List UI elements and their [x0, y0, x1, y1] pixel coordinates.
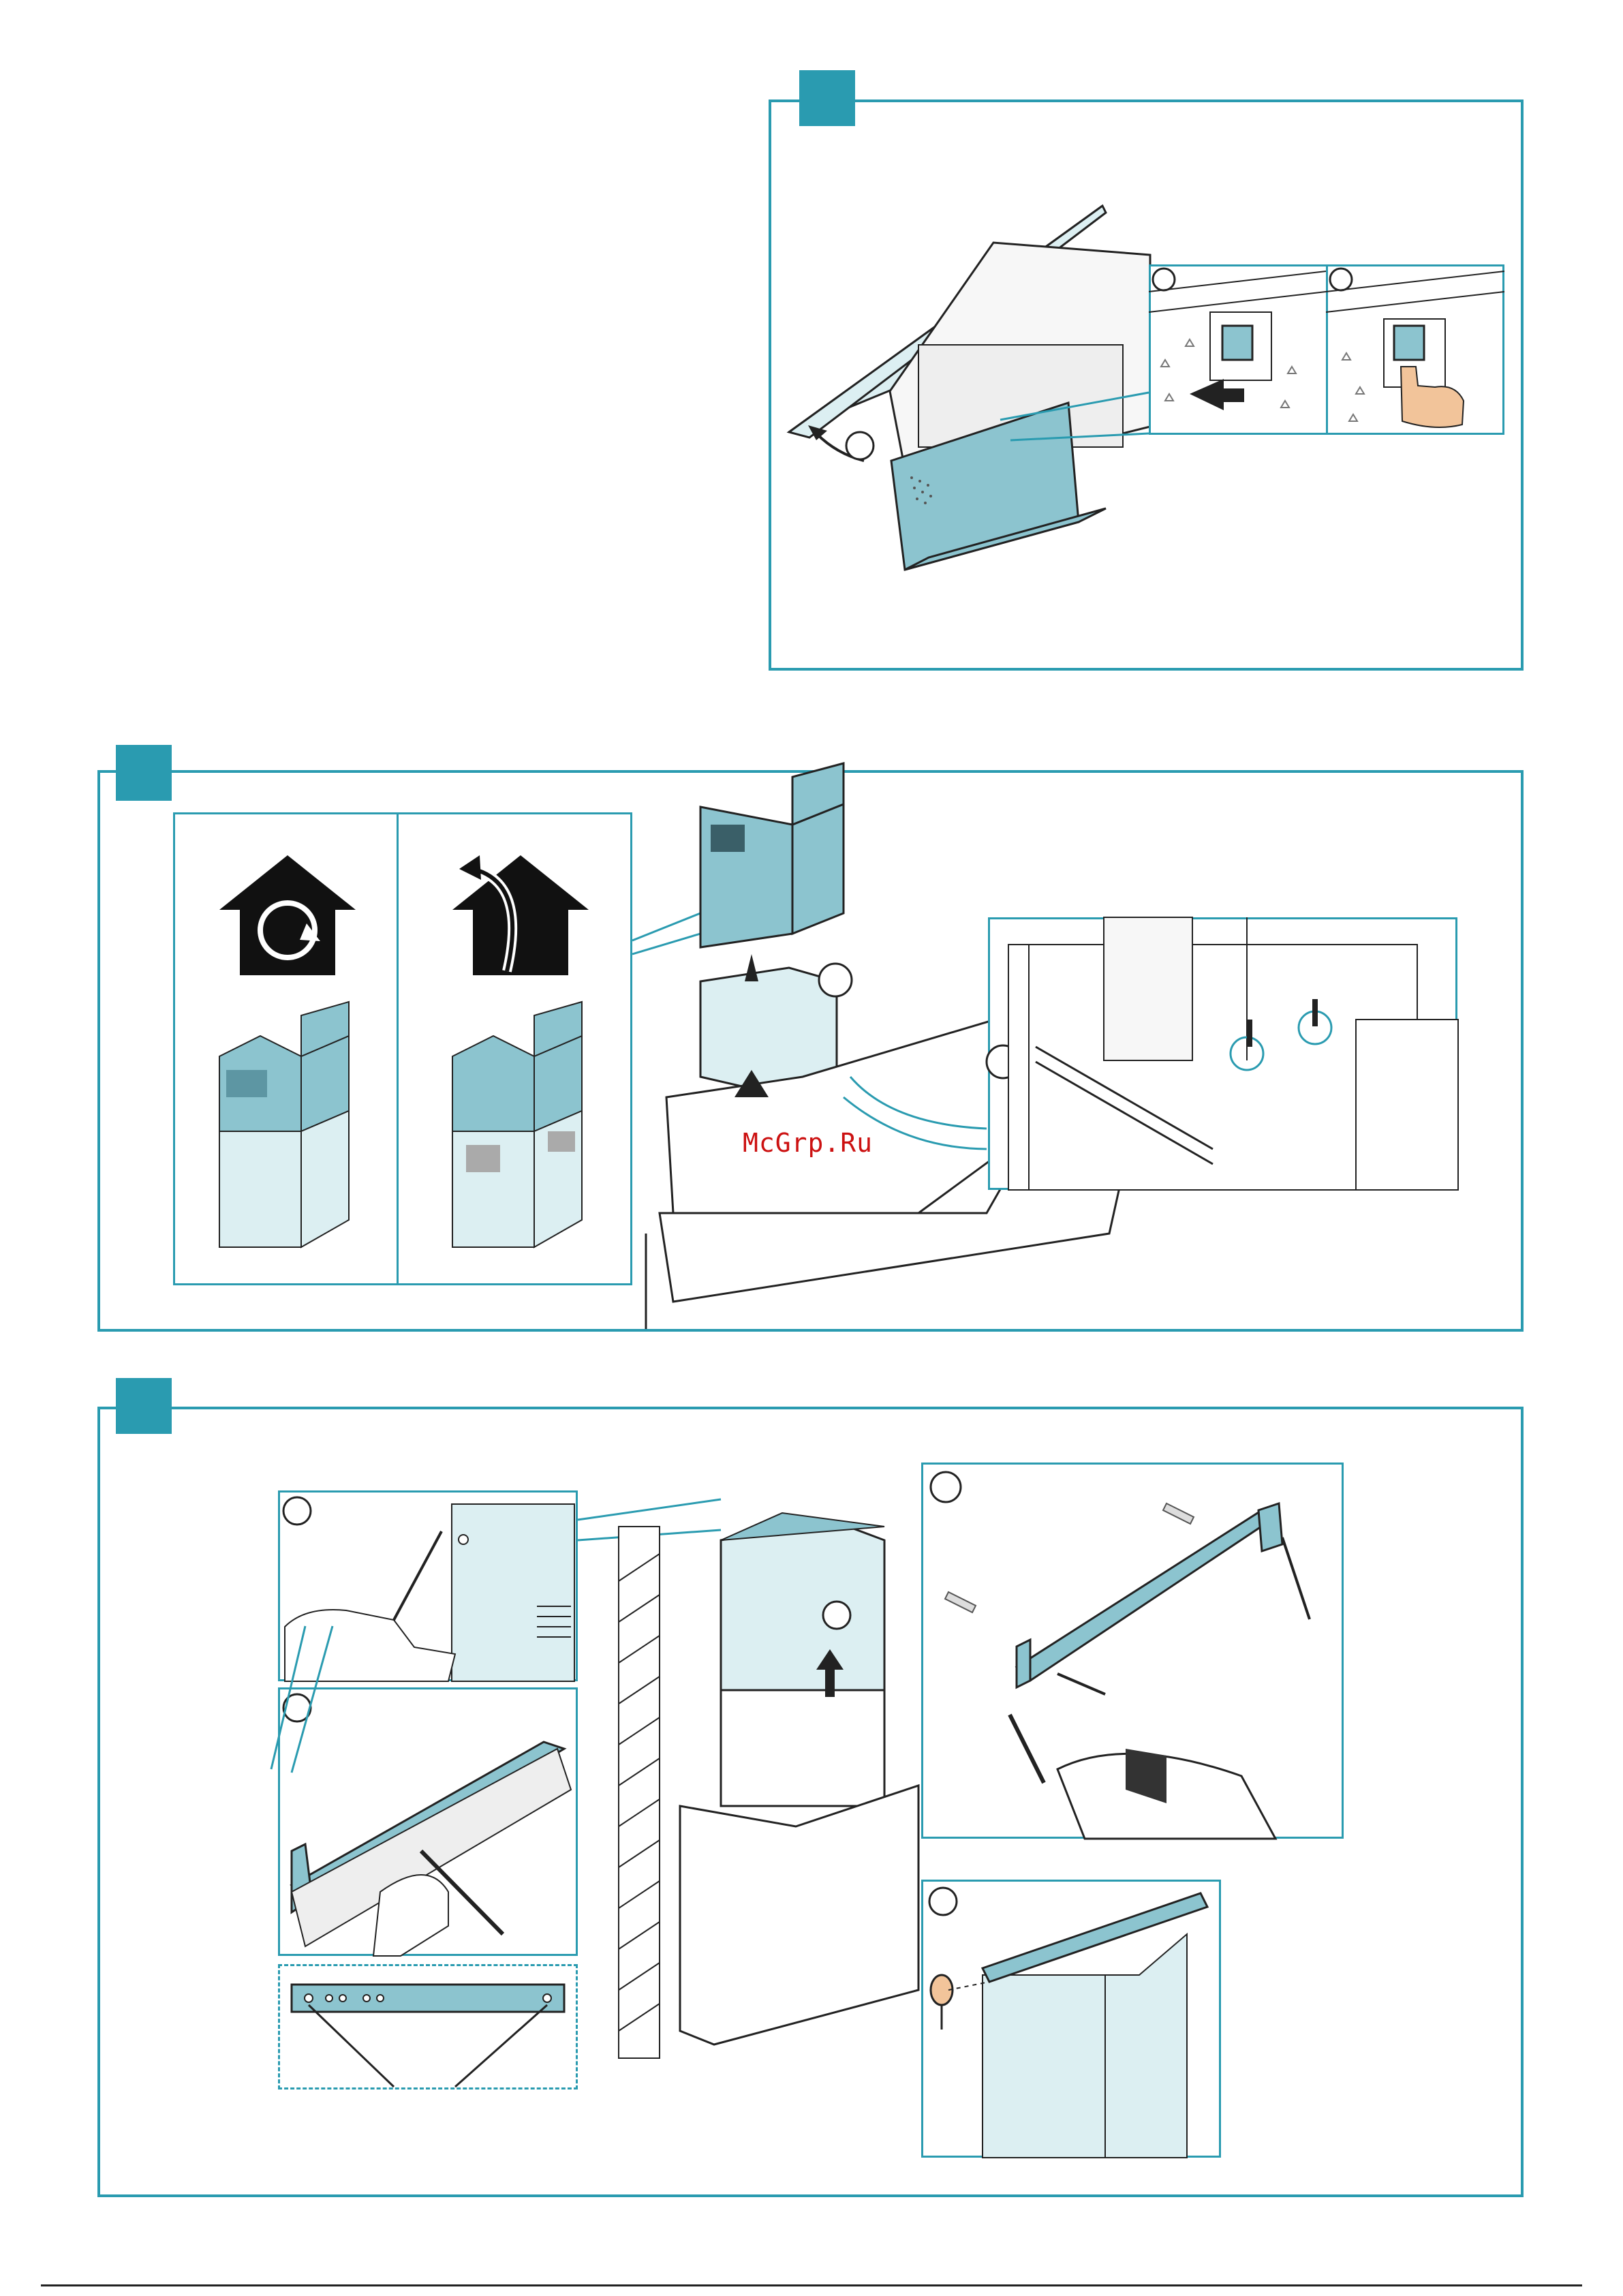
watermark: McGrp.Ru — [743, 1128, 873, 1158]
screw-icon — [921, 1880, 1221, 2158]
pencil-mark-illustration — [278, 1490, 578, 1681]
house-recirculation-icon — [219, 855, 356, 975]
step-number-tab-3 — [116, 1378, 172, 1434]
chimney-install-illustration — [578, 1445, 932, 2058]
step-number-tab-2 — [116, 745, 172, 801]
bracket-mount-illustration — [988, 917, 1457, 1190]
bracket-top-view-illustration — [278, 1964, 578, 2090]
chimney-extraction-illustration — [452, 1015, 589, 1254]
bracket-illustration — [278, 1687, 578, 1956]
mode-choice-divider — [397, 812, 399, 1285]
drill-illustration — [921, 1463, 1344, 1839]
footer-rule — [41, 2284, 1582, 2286]
latch-press-illustration — [1149, 264, 1504, 435]
house-extraction-icon — [452, 855, 589, 975]
chimney-recirculation-illustration — [219, 1015, 356, 1254]
